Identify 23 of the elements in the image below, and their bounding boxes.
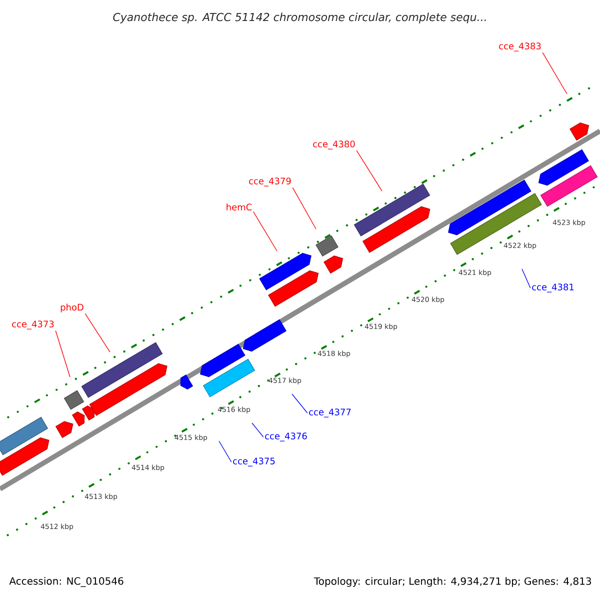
gene-label: cce_4376	[265, 432, 307, 442]
leader-line	[84, 313, 110, 352]
gene-label: cce_4377	[309, 408, 351, 418]
leader-line	[292, 187, 316, 230]
leader-line	[253, 211, 278, 252]
gene-label: phoD	[60, 304, 84, 312]
accession-text: Accession: NC_010546	[9, 577, 124, 587]
gene-label: cce_4379	[249, 178, 291, 186]
leader-line	[356, 150, 382, 192]
gene-label: hemC	[226, 204, 252, 210]
leader-line	[55, 330, 70, 378]
gene-label: cce_4373	[12, 320, 54, 330]
leader-line	[252, 422, 264, 438]
title: Cyanothece sp. ATCC 51142 chromosome circular, complete sequ...	[113, 12, 486, 24]
leader-line	[218, 440, 232, 462]
gene-label: cce_4380	[313, 140, 355, 150]
gene-label: cce_4381	[532, 284, 574, 292]
gene-label: cce_4375	[233, 458, 275, 466]
gene-label: cce_4383	[499, 42, 541, 52]
leader-line	[292, 394, 308, 414]
leader-line	[522, 268, 531, 288]
summary-text: Topology: circular; Length: 4,934,271 bp; Genes: 4,813	[314, 577, 592, 587]
leader-line	[542, 52, 568, 94]
